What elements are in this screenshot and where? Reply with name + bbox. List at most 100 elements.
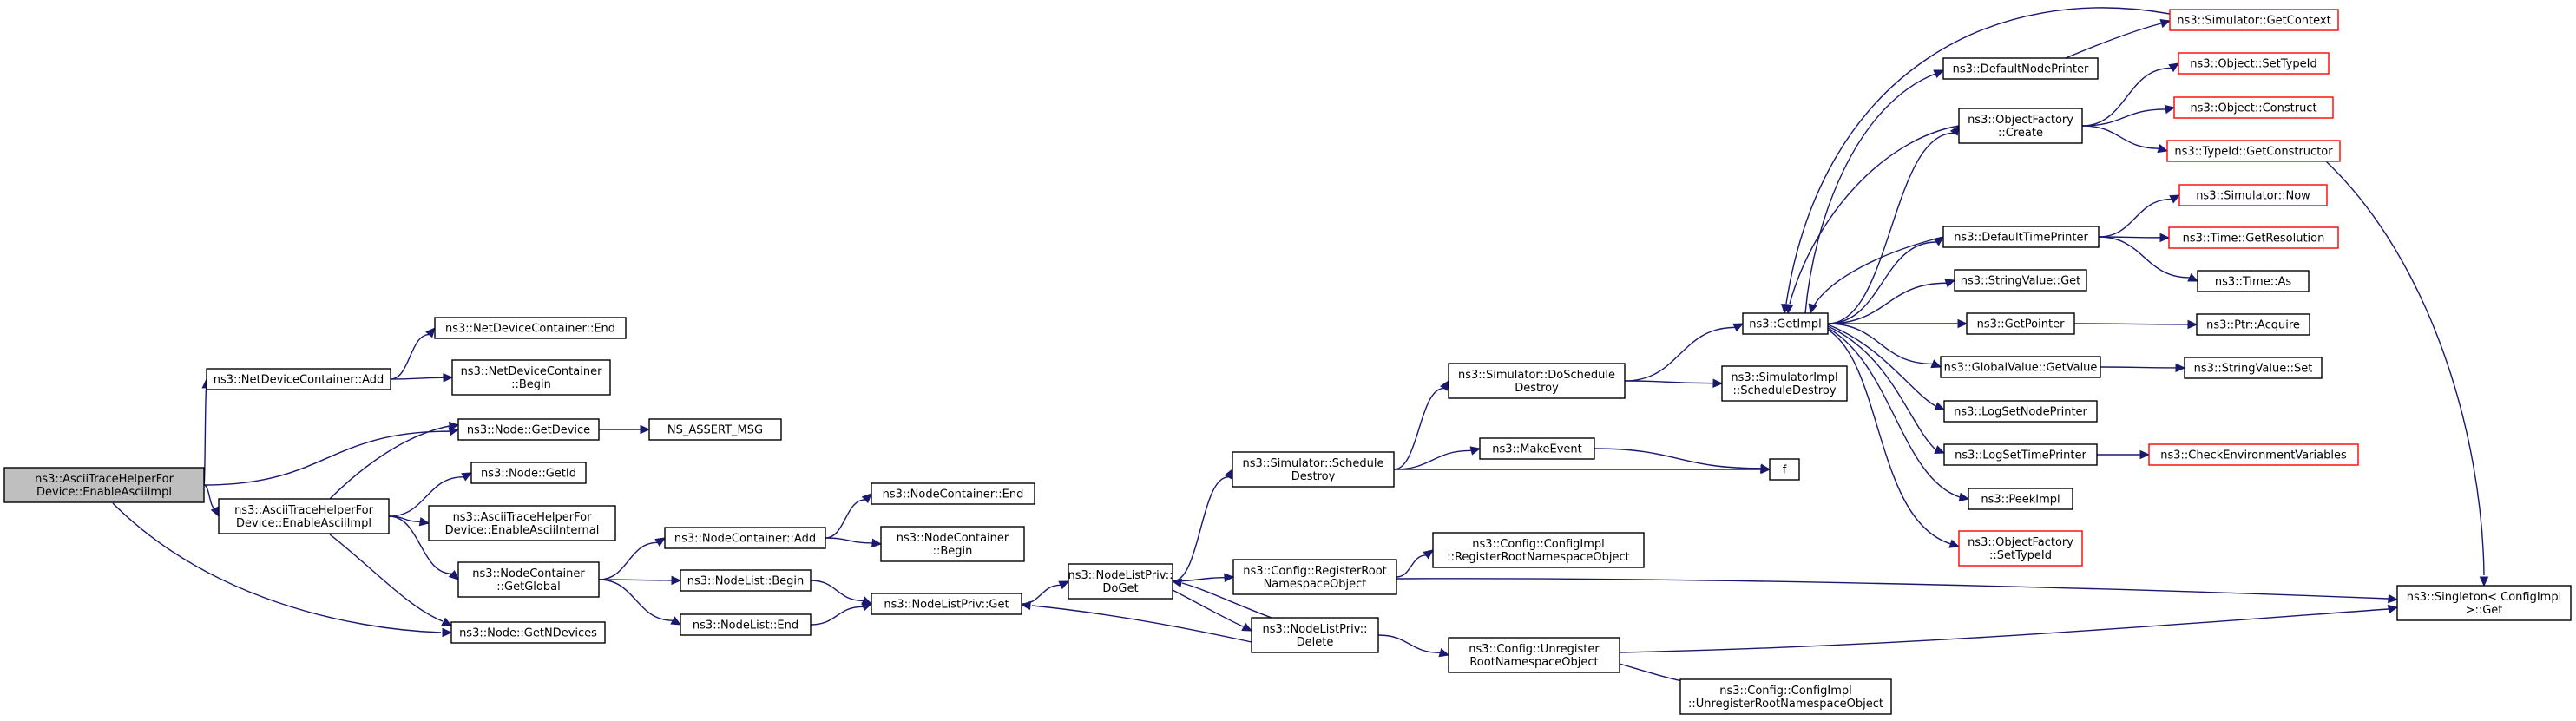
- node-box: [428, 505, 616, 541]
- node-label-line: ns3::DefaultTimePrinter: [1954, 232, 2088, 245]
- node-peekimpl[interactable]: ns3::PeekImpl: [1968, 488, 2073, 510]
- node-label-line: ns3::Singleton< ConfigImpl: [2407, 591, 2561, 604]
- node-ci-unregister[interactable]: ns3::Config::ConfigImpl::UnregisterRootN…: [1679, 678, 1892, 715]
- node-box: [2178, 184, 2328, 206]
- edge-defnodeprinter-to-sim-getcontext: [2065, 18, 2172, 59]
- node-label-line: ns3::Ptr::Acquire: [2206, 319, 2300, 332]
- node-sv-set[interactable]: ns3::StringValue::Set: [2184, 357, 2323, 379]
- node-sv-get[interactable]: ns3::StringValue::Get: [1954, 269, 2087, 292]
- edge-nlp-delete-to-nlp-doget: [1171, 578, 1272, 619]
- node-logsetnode[interactable]: ns3::LogSetNodePrinter: [1943, 400, 2098, 423]
- node-gv-getvalue[interactable]: ns3::GlobalValue::GetValue: [1940, 356, 2101, 378]
- node-box: [2196, 313, 2310, 336]
- node-box: [1968, 488, 2073, 510]
- node-simimpl-sd[interactable]: ns3::SimulatorImpl::ScheduleDestroy: [1721, 365, 1848, 402]
- node-eai[interactable]: ns3::AsciiTraceHelperForDevice::EnableAs…: [218, 498, 390, 534]
- node-deftimeprinter[interactable]: ns3::DefaultTimePrinter: [1942, 226, 2100, 248]
- node-logsettime[interactable]: ns3::LogSetTimePrinter: [1943, 443, 2098, 466]
- edge-root-to-node-getndevices: [112, 502, 453, 638]
- node-label-line: ns3::AsciiTraceHelperFor: [35, 473, 174, 486]
- node-label-line: ns3::TypeId::GetConstructor: [2174, 146, 2333, 159]
- node-node-getid[interactable]: ns3::Node::GetId: [470, 462, 587, 484]
- node-getpointer[interactable]: ns3::GetPointer: [1966, 312, 2075, 335]
- node-time-as[interactable]: ns3::Time::As: [2197, 270, 2310, 292]
- edge-nl-end-to-nlp-get: [810, 602, 873, 626]
- node-node-getdevice[interactable]: ns3::Node::GetDevice: [457, 418, 600, 441]
- node-nlp-doget[interactable]: ns3::NodeListPriv::DoGet: [1068, 563, 1173, 600]
- node-of-create[interactable]: ns3::ObjectFactory::Create: [1958, 108, 2083, 144]
- node-label-line: ns3::MakeEvent: [1492, 443, 1582, 456]
- edge-nlp-doget-to-sim-schedule: [1172, 468, 1233, 582]
- node-label-line: Delete: [1297, 636, 1334, 649]
- node-ns-assert[interactable]: NS_ASSERT_MSG: [648, 418, 782, 441]
- node-nl-end[interactable]: ns3::NodeList::End: [680, 613, 812, 636]
- node-sim-schedule[interactable]: ns3::Simulator::ScheduleDestroy: [1232, 451, 1395, 488]
- node-box: [1448, 363, 1626, 399]
- node-ptr-acquire[interactable]: ns3::Ptr::Acquire: [2196, 313, 2310, 336]
- node-box: [1679, 678, 1892, 715]
- node-typeid-getctor[interactable]: ns3::TypeId::GetConstructor: [2166, 140, 2341, 162]
- node-box: [1068, 563, 1173, 600]
- edge-ndc-add-to-ndc-begin: [390, 373, 454, 383]
- node-getimpl[interactable]: ns3::GetImpl: [1742, 312, 1829, 335]
- node-cfg-register[interactable]: ns3::Config::RegisterRootNamespaceObject: [1232, 559, 1397, 595]
- node-ci-register[interactable]: ns3::Config::ConfigImpl::RegisterRootNam…: [1432, 532, 1645, 568]
- node-label-line: Destroy: [1291, 470, 1336, 483]
- node-root[interactable]: ns3::AsciiTraceHelperForDevice::EnableAs…: [3, 467, 205, 503]
- edge-getimpl-to-defnodeprinter: [1804, 69, 1945, 314]
- node-label-line: ns3::AsciiTraceHelperFor: [234, 504, 374, 517]
- node-box: [1479, 437, 1595, 460]
- node-nc-begin[interactable]: ns3::NodeContainer::Begin: [880, 526, 1025, 562]
- node-label-line: ns3::ObjectFactory: [1968, 114, 2073, 127]
- node-box: [1958, 530, 2083, 567]
- node-label-line: ::UnregisterRootNamespaceObject: [1688, 698, 1883, 711]
- node-box: [2184, 357, 2323, 379]
- node-label-line: ns3::NodeContainer: [472, 567, 585, 580]
- node-box: [2178, 52, 2330, 75]
- node-label-line: ::ScheduleDestroy: [1732, 384, 1836, 397]
- node-nlp-delete[interactable]: ns3::NodeListPriv::Delete: [1251, 617, 1379, 653]
- edge-nl-begin-to-nlp-get: [810, 580, 873, 606]
- edge-ndc-add-to-ndc-end: [390, 327, 436, 380]
- edge-getimpl-to-logsettime: [1827, 325, 1946, 454]
- node-ndc-add[interactable]: ns3::NetDeviceContainer::Add: [206, 368, 391, 390]
- node-box: [680, 613, 812, 636]
- node-box: [2173, 96, 2334, 119]
- node-box: [680, 569, 812, 592]
- node-cfg-unregister[interactable]: ns3::Config::UnregisterRootNamespaceObje…: [1448, 637, 1620, 673]
- node-ndc-end[interactable]: ns3::NetDeviceContainer::End: [434, 317, 627, 339]
- node-ndc-begin[interactable]: ns3::NetDeviceContainer::Begin: [451, 359, 611, 396]
- node-box: [1721, 365, 1848, 402]
- node-label-line: ns3::GetImpl: [1749, 318, 1822, 331]
- edge-nlp-doget-to-nlp-delete: [1172, 589, 1253, 632]
- node-makeevent[interactable]: ns3::MakeEvent: [1479, 437, 1595, 460]
- node-checkenv[interactable]: ns3::CheckEnvironmentVariables: [2148, 443, 2359, 466]
- node-singleton-get[interactable]: ns3::Singleton< ConfigImpl >::Get: [2396, 585, 2572, 621]
- node-box: [2169, 9, 2339, 31]
- node-nc-end[interactable]: ns3::NodeContainer::End: [871, 482, 1035, 505]
- node-f[interactable]: f: [1769, 458, 1800, 481]
- node-label-line: ns3::Time::GetResolution: [2183, 233, 2325, 246]
- node-node-getndevices[interactable]: ns3::Node::GetNDevices: [450, 621, 606, 644]
- node-label-line: ns3::NodeListPriv::: [1068, 569, 1173, 582]
- node-sim-now[interactable]: ns3::Simulator::Now: [2178, 184, 2328, 206]
- node-defnodeprinter[interactable]: ns3::DefaultNodePrinter: [1942, 57, 2099, 80]
- node-obj-construct[interactable]: ns3::Object::Construct: [2173, 96, 2334, 119]
- node-nc-add[interactable]: ns3::NodeContainer::Add: [664, 527, 826, 549]
- node-eai-internal[interactable]: ns3::AsciiTraceHelperForDevice::EnableAs…: [428, 505, 616, 541]
- node-of-settypeid[interactable]: ns3::ObjectFactory::SetTypeId: [1958, 530, 2083, 567]
- node-box: [1943, 443, 2098, 466]
- node-nlp-get[interactable]: ns3::NodeListPriv::Get: [871, 593, 1022, 615]
- node-sim-getcontext[interactable]: ns3::Simulator::GetContext: [2169, 9, 2339, 31]
- node-label-line: >::Get: [2466, 604, 2503, 617]
- node-label-line: ns3::Config::ConfigImpl: [1472, 538, 1605, 551]
- node-obj-settypeid[interactable]: ns3::Object::SetTypeId: [2178, 52, 2330, 75]
- node-nc-getglobal[interactable]: ns3::NodeContainer::GetGlobal: [457, 561, 600, 598]
- edge-deftime-loop: [1808, 236, 1944, 315]
- node-nl-begin[interactable]: ns3::NodeList::Begin: [680, 569, 812, 592]
- node-time-getres[interactable]: ns3::Time::GetResolution: [2168, 226, 2339, 249]
- node-label-line: RootNamespaceObject: [1469, 656, 1598, 669]
- node-label-line: ns3::NodeContainer: [897, 532, 1009, 545]
- edge-root-to-eai: [203, 484, 220, 518]
